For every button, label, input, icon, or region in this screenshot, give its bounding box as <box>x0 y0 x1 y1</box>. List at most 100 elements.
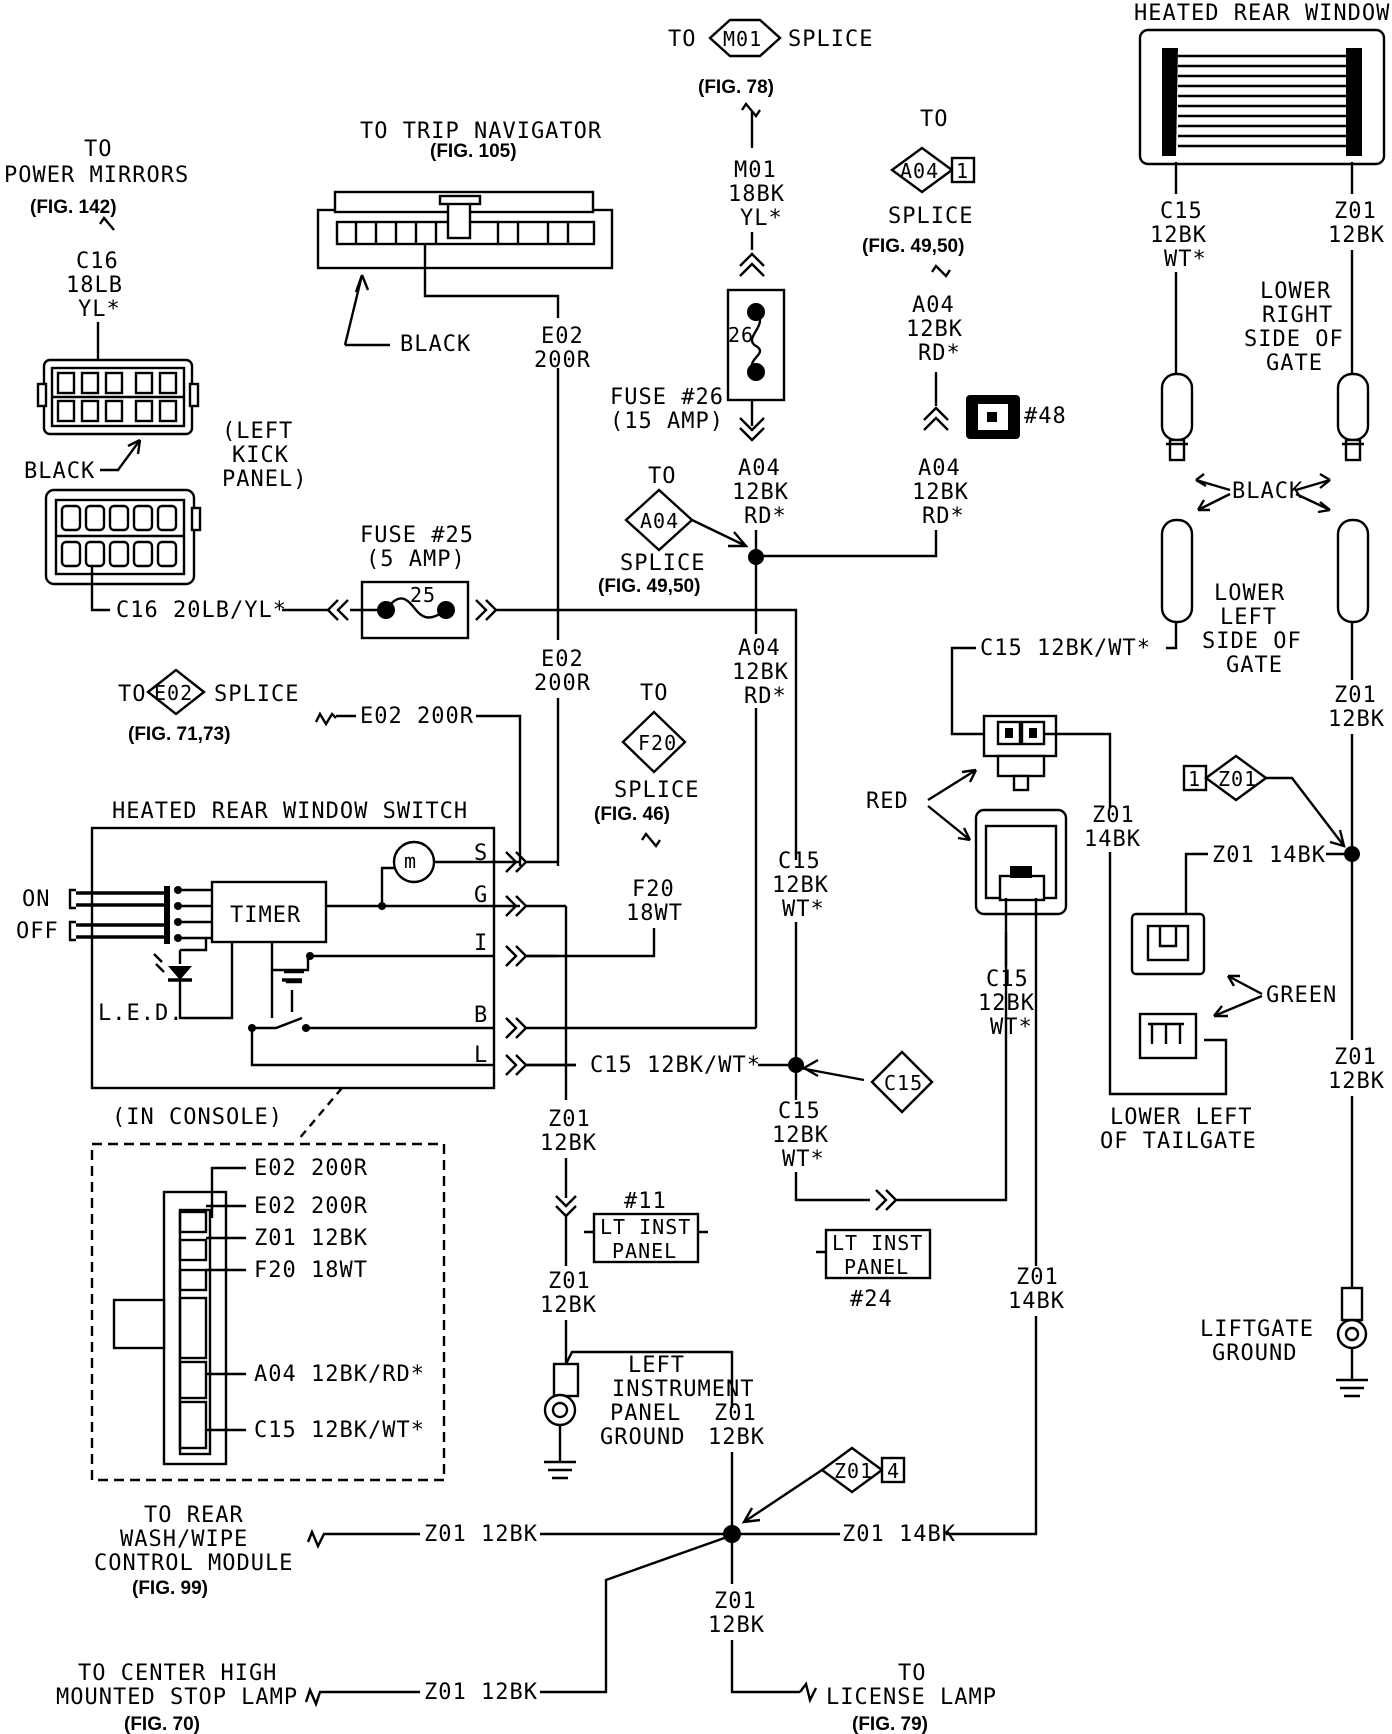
connector-48: #48 <box>966 395 1066 439</box>
svg-text:(FIG. 46): (FIG. 46) <box>594 804 670 825</box>
svg-text:200R: 200R <box>534 348 591 373</box>
svg-text:TO: TO <box>920 107 949 132</box>
svg-text:18BK: 18BK <box>728 182 785 207</box>
svg-text:SPLICE: SPLICE <box>788 27 873 52</box>
svg-text:WASH/WIPE: WASH/WIPE <box>120 1527 248 1552</box>
c15-wire-label-r: C15 12BK WT* <box>1150 199 1207 272</box>
svg-text:#11: #11 <box>624 1189 667 1214</box>
svg-text:(FIG. 70): (FIG. 70) <box>124 1714 200 1734</box>
on-off-pins: ON OFF <box>16 886 212 944</box>
svg-text:Z01 12BK: Z01 12BK <box>254 1226 368 1251</box>
c15-wire-label-hr: C15 12BK/WT* <box>980 636 1151 661</box>
console-connector-detail <box>90 1142 446 1482</box>
c15-splice-tag: C15 <box>870 1050 934 1114</box>
svg-text:A04 12BK/RD*: A04 12BK/RD* <box>254 1362 425 1387</box>
svg-text:C15: C15 <box>1160 199 1203 224</box>
svg-text:TO CENTER HIGH: TO CENTER HIGH <box>78 1661 277 1686</box>
svg-text:F20 18WT: F20 18WT <box>254 1258 368 1283</box>
z01-wire-label-a: Z01 12BK <box>540 1107 597 1156</box>
z01-wire-label-r3: Z01 12BK <box>1328 1045 1385 1094</box>
svg-text:LT INST: LT INST <box>832 1231 923 1255</box>
console-connector <box>112 1190 228 1466</box>
svg-text:SIDE OF: SIDE OF <box>1244 327 1344 352</box>
a04-wire-label-r2: A04 12BK RD* <box>912 456 969 529</box>
left-instrument-panel-ground-label: LEFT INSTRUMENT PANEL GROUND <box>600 1353 754 1450</box>
svg-text:TO: TO <box>640 681 669 706</box>
svg-text:12BK: 12BK <box>540 1131 597 1156</box>
z01-wire-label-rww: Z01 12BK <box>424 1522 538 1547</box>
left-instrument-panel-ground <box>543 1350 734 1480</box>
heated-rear-window-grid <box>1138 28 1386 166</box>
svg-text:A04: A04 <box>738 456 781 481</box>
z01-wire-label-r2: Z01 12BK <box>1328 683 1385 732</box>
svg-text:G: G <box>474 883 488 908</box>
svg-text:LIFTGATE: LIFTGATE <box>1200 1317 1314 1342</box>
z01-14bk-label-r: Z01 14BK <box>1212 843 1326 868</box>
green-label: GREEN <box>1266 983 1337 1008</box>
c15-wire-label-b: C15 12BK WT* <box>772 1099 829 1172</box>
gate-connectors-lower <box>1160 518 1370 624</box>
svg-text:18LB: 18LB <box>66 273 123 298</box>
svg-text:A04: A04 <box>918 456 961 481</box>
z01-wire-label-f: Z01 14BK <box>1084 803 1140 852</box>
z01-wire-label-b: Z01 12BK <box>540 1269 596 1318</box>
pin-connectors <box>505 851 528 1076</box>
svg-text:12BK: 12BK <box>912 480 969 505</box>
svg-text:RD*: RD* <box>744 684 787 709</box>
svg-text:Z01: Z01 <box>1334 1045 1377 1070</box>
svg-text:12BK: 12BK <box>732 660 789 685</box>
svg-text:(FIG. 49,50): (FIG. 49,50) <box>862 236 964 257</box>
svg-text:YL*: YL* <box>740 206 783 231</box>
svg-text:Z01: Z01 <box>834 1459 873 1483</box>
svg-text:FUSE #26: FUSE #26 <box>610 385 724 410</box>
z01-wire-label-r: Z01 12BK <box>1328 199 1385 248</box>
svg-text:12BK: 12BK <box>708 1425 765 1450</box>
in-console-label: (IN CONSOLE) <box>112 1105 283 1130</box>
svg-text:GROUND: GROUND <box>1212 1341 1297 1366</box>
svg-text:TO: TO <box>668 27 697 52</box>
svg-text:12BK: 12BK <box>1328 223 1385 248</box>
svg-text:M01: M01 <box>723 27 762 51</box>
fuse-25-label: FUSE #25 (5 AMP) <box>360 523 473 572</box>
svg-text:1: 1 <box>956 159 969 183</box>
timer-module: TIMER <box>210 880 328 944</box>
svg-text:RD*: RD* <box>918 341 961 366</box>
svg-text:12BK: 12BK <box>708 1613 765 1638</box>
svg-text:A04: A04 <box>738 636 781 661</box>
svg-text:TO: TO <box>84 137 113 162</box>
led-indicator: L.E.D. <box>98 950 192 1026</box>
connector-11-lt-inst-panel: #11 LT INST PANEL <box>584 1189 708 1264</box>
c15-wire-label-h: C15 12BK/WT* <box>590 1053 761 1078</box>
svg-text:12BK: 12BK <box>1328 1069 1385 1094</box>
kick-panel-label: (LEFT KICK PANEL) <box>222 419 306 492</box>
fuse-25: 25 <box>350 580 470 640</box>
black-label-gate: BLACK <box>1232 479 1303 504</box>
svg-text:TO: TO <box>898 1661 927 1686</box>
svg-text:Z01: Z01 <box>1334 683 1377 708</box>
svg-text:12BK: 12BK <box>772 1123 829 1148</box>
power-mirror-connector-top <box>36 358 200 436</box>
svg-text:INSTRUMENT: INSTRUMENT <box>612 1377 754 1402</box>
svg-text:MOUNTED STOP LAMP: MOUNTED STOP LAMP <box>56 1685 298 1710</box>
connector-24-lt-inst-panel: LT INST PANEL #24 <box>816 1228 932 1312</box>
hrw-title: HEATED REAR WINDOW <box>1134 1 1390 26</box>
svg-text:L: L <box>474 1043 488 1068</box>
svg-text:POWER MIRRORS: POWER MIRRORS <box>4 163 189 188</box>
svg-text:WT*: WT* <box>1164 247 1207 272</box>
svg-text:Z01: Z01 <box>548 1107 591 1132</box>
svg-text:LT INST: LT INST <box>600 1215 691 1239</box>
svg-text:SPLICE: SPLICE <box>888 204 973 229</box>
svg-text:12BK: 12BK <box>1328 707 1385 732</box>
f20-splice-reference: TO F20 SPLICE (FIG. 46) <box>594 681 698 825</box>
a04-splice-reference-right: TO A04 1 SPLICE (FIG. 49,50) <box>862 107 976 257</box>
svg-text:PANEL: PANEL <box>612 1239 677 1263</box>
svg-text:SPLICE: SPLICE <box>620 551 705 576</box>
a04-splice-reference-left: TO A04 SPLICE (FIG. 49,50) <box>598 464 705 597</box>
lower-left-of-tailgate-label: LOWER LEFT OF TAILGATE <box>1100 1105 1256 1154</box>
svg-text:LOWER: LOWER <box>1214 581 1285 606</box>
rear-wash-wipe-reference: TO REAR WASH/WIPE CONTROL MODULE (FIG. 9… <box>94 1503 292 1599</box>
svg-text:PANEL: PANEL <box>844 1255 909 1279</box>
svg-text:TO: TO <box>648 464 677 489</box>
svg-text:(FIG. 105): (FIG. 105) <box>430 141 517 162</box>
f20-wire-label: F20 18WT <box>626 877 682 926</box>
